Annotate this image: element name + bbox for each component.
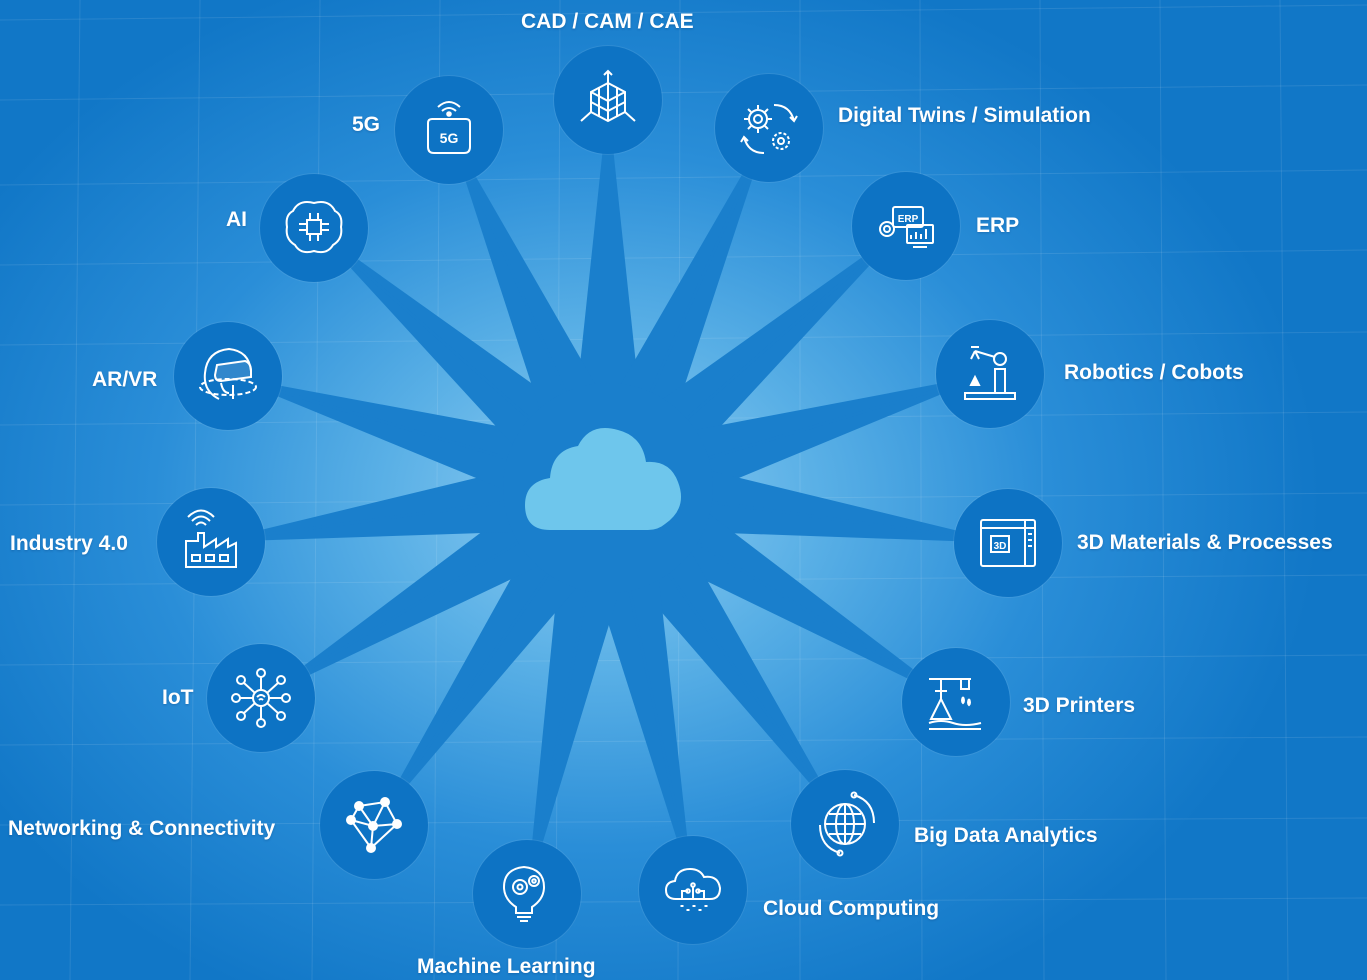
node-cad[interactable]	[554, 46, 662, 154]
svg-text:5G: 5G	[440, 130, 459, 146]
globe-icon	[819, 791, 875, 857]
brain-chip-icon	[285, 201, 343, 254]
3d-box-icon: 3D	[980, 519, 1036, 567]
label-machine-learning: Machine Learning	[417, 955, 596, 978]
label-industry: Industry 4.0	[10, 532, 128, 555]
5g-router-icon: 5G	[427, 101, 471, 154]
label-cloud-computing: Cloud Computing	[763, 897, 940, 920]
node-networking[interactable]	[320, 771, 428, 879]
node-robotics[interactable]	[936, 320, 1044, 428]
svg-text:ERP: ERP	[898, 214, 919, 225]
node-industry[interactable]	[157, 488, 265, 596]
label-networking: Networking & Connectivity	[8, 817, 276, 840]
node-5g[interactable]: 5G	[395, 76, 503, 184]
label-iot: IoT	[162, 686, 194, 709]
label-arvr: AR/VR	[92, 368, 158, 391]
label-digital-twins: Digital Twins / Simulation	[838, 104, 1091, 127]
network-nodes-icon	[346, 797, 402, 853]
erp-dashboard-icon: ERP	[879, 206, 934, 248]
vr-headset-icon	[199, 347, 257, 400]
node-erp[interactable]: ERP	[852, 172, 960, 280]
label-erp: ERP	[976, 214, 1020, 237]
label-big-data: Big Data Analytics	[914, 824, 1098, 847]
cube-grid-icon	[580, 69, 636, 123]
iot-hub-icon	[231, 668, 291, 728]
lightbulb-gears-icon	[502, 865, 546, 922]
label-cad: CAD / CAM / CAE	[521, 10, 694, 33]
factory-icon	[185, 509, 237, 568]
label-5g: 5G	[352, 113, 381, 136]
node-machine-learning[interactable]	[473, 840, 581, 948]
robot-arm-icon	[964, 346, 1016, 400]
node-3d-materials[interactable]: 3D	[954, 489, 1062, 597]
node-iot[interactable]	[207, 644, 315, 752]
node-cloud-computing[interactable]	[639, 836, 747, 944]
3d-printer-icon	[928, 678, 982, 730]
node-arvr[interactable]	[174, 322, 282, 430]
cloud-icon	[525, 428, 682, 530]
node-big-data[interactable]	[791, 770, 899, 878]
node-ai[interactable]	[260, 174, 368, 282]
svg-text:3D: 3D	[994, 541, 1007, 552]
cloud-circuit-icon	[664, 867, 722, 911]
label-robotics: Robotics / Cobots	[1064, 361, 1244, 384]
node-3d-printers[interactable]	[902, 648, 1010, 756]
label-3d-materials: 3D Materials & Processes	[1077, 531, 1333, 554]
gears-cycle-icon	[740, 104, 798, 154]
label-ai: AI	[226, 208, 247, 231]
label-3d-printers: 3D Printers	[1023, 694, 1136, 717]
node-digital-twins[interactable]	[715, 74, 823, 182]
